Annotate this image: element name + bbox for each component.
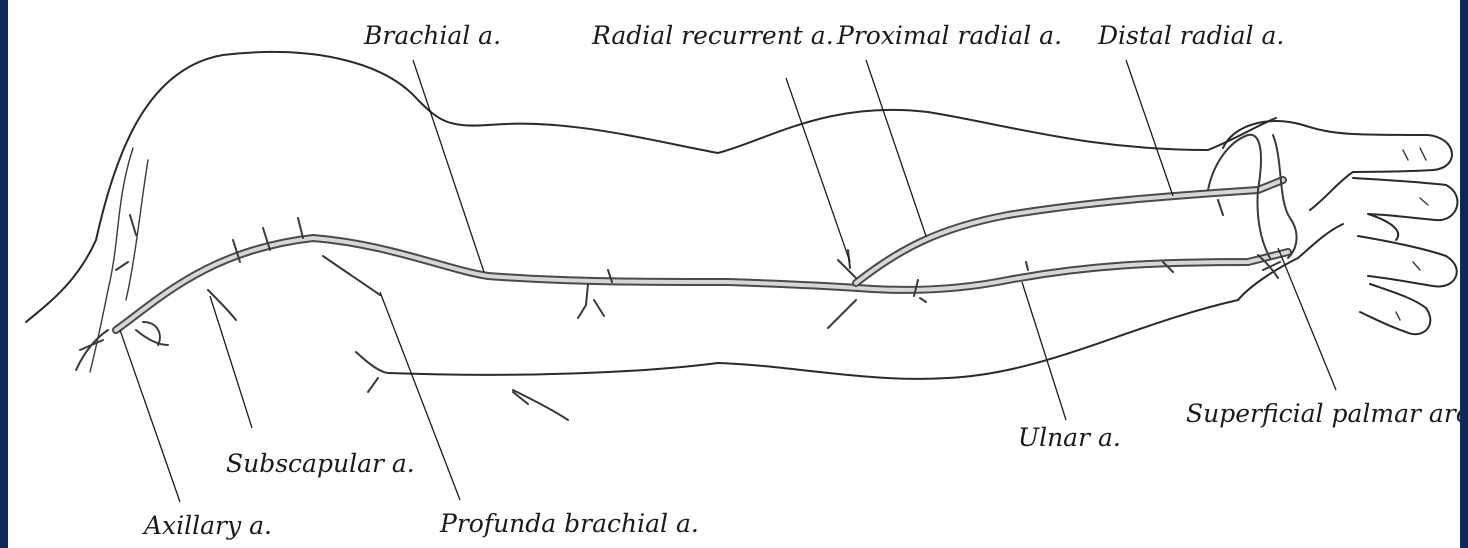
axilla-fold-2 — [126, 160, 148, 300]
ulnar-leader — [1022, 282, 1066, 420]
label-subscapular: Subscapular a. — [226, 449, 415, 478]
profunda-lower-branch — [356, 352, 568, 420]
radial-recurrent-leader — [786, 78, 850, 262]
subscapular-leader — [210, 296, 252, 428]
label-radial-recurrent: Radial recurrent a. — [591, 21, 834, 50]
label-profunda-brachial: Profunda brachial a. — [439, 509, 699, 538]
arm-arterial-diagram: Brachial a. Radial recurrent a. Proximal… — [8, 0, 1468, 548]
label-brachial: Brachial a. — [363, 21, 501, 50]
label-distal-radial: Distal radial a. — [1097, 21, 1284, 50]
label-superficial-palmar-arch: Superficial palmar arch — [1186, 399, 1468, 428]
arch-loop — [1273, 135, 1297, 258]
brachial-leader — [413, 60, 484, 272]
hand-outline — [1223, 121, 1457, 334]
label-proximal-radial: Proximal radial a. — [836, 21, 1062, 50]
arterial-tree — [76, 135, 1297, 420]
proximal-radial-leader — [866, 60, 926, 236]
main-artery — [116, 238, 1288, 330]
axillary-branches — [76, 215, 168, 370]
superficial-palmar-arch-leader — [1278, 248, 1336, 390]
hand-index-finger — [1353, 178, 1457, 240]
hand-middle-finger — [1358, 236, 1457, 286]
distal-radial-leader — [1126, 60, 1173, 196]
axillary-leader — [120, 330, 180, 502]
arm-outline — [26, 52, 1276, 379]
arm-lower-contour — [388, 300, 1238, 379]
label-ulnar: Ulnar a. — [1018, 423, 1121, 452]
labels: Brachial a. Radial recurrent a. Proximal… — [142, 21, 1468, 540]
label-axillary: Axillary a. — [142, 511, 272, 540]
hand-ring-finger — [1360, 284, 1430, 334]
